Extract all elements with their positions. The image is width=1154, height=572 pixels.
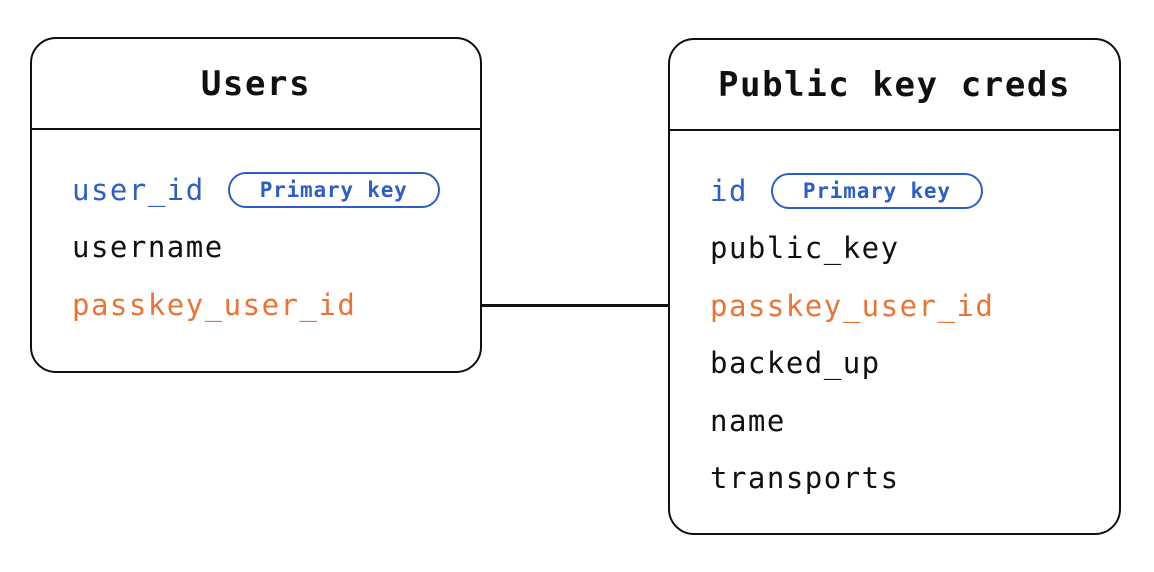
field-backed-up: backed_up bbox=[710, 335, 1119, 393]
relationship-line bbox=[480, 304, 670, 307]
field-user-id: user_id Primary key bbox=[72, 161, 480, 219]
field-name: id bbox=[710, 173, 748, 208]
field-name: backed_up bbox=[710, 346, 881, 381]
field-name: user_id bbox=[72, 172, 205, 207]
field-name: transports bbox=[710, 461, 900, 496]
table-public-key-creds: Public key creds id Primary key public_k… bbox=[668, 38, 1121, 535]
table-public-key-creds-fields: id Primary key public_key passkey_user_i… bbox=[670, 131, 1119, 507]
table-users-header: Users bbox=[32, 39, 480, 130]
field-name-row: name bbox=[710, 392, 1119, 450]
table-users-title: Users bbox=[200, 63, 312, 104]
field-public-key: public_key bbox=[710, 220, 1119, 278]
table-public-key-creds-header: Public key creds bbox=[670, 40, 1119, 131]
field-name: public_key bbox=[710, 231, 900, 266]
field-name: passkey_user_id bbox=[72, 287, 357, 322]
field-passkey-user-id: passkey_user_id bbox=[710, 277, 1119, 335]
field-name: passkey_user_id bbox=[710, 288, 995, 323]
field-name: name bbox=[710, 403, 786, 438]
field-username: username bbox=[72, 219, 480, 277]
field-name: username bbox=[72, 230, 224, 265]
field-transports: transports bbox=[710, 450, 1119, 508]
field-passkey-user-id: passkey_user_id bbox=[72, 276, 480, 334]
table-public-key-creds-title: Public key creds bbox=[717, 64, 1072, 105]
table-users-fields: user_id Primary key username passkey_use… bbox=[32, 130, 480, 334]
field-id: id Primary key bbox=[710, 162, 1119, 220]
primary-key-badge: Primary key bbox=[227, 171, 440, 208]
table-users: Users user_id Primary key username passk… bbox=[30, 37, 482, 373]
primary-key-badge: Primary key bbox=[770, 172, 983, 209]
